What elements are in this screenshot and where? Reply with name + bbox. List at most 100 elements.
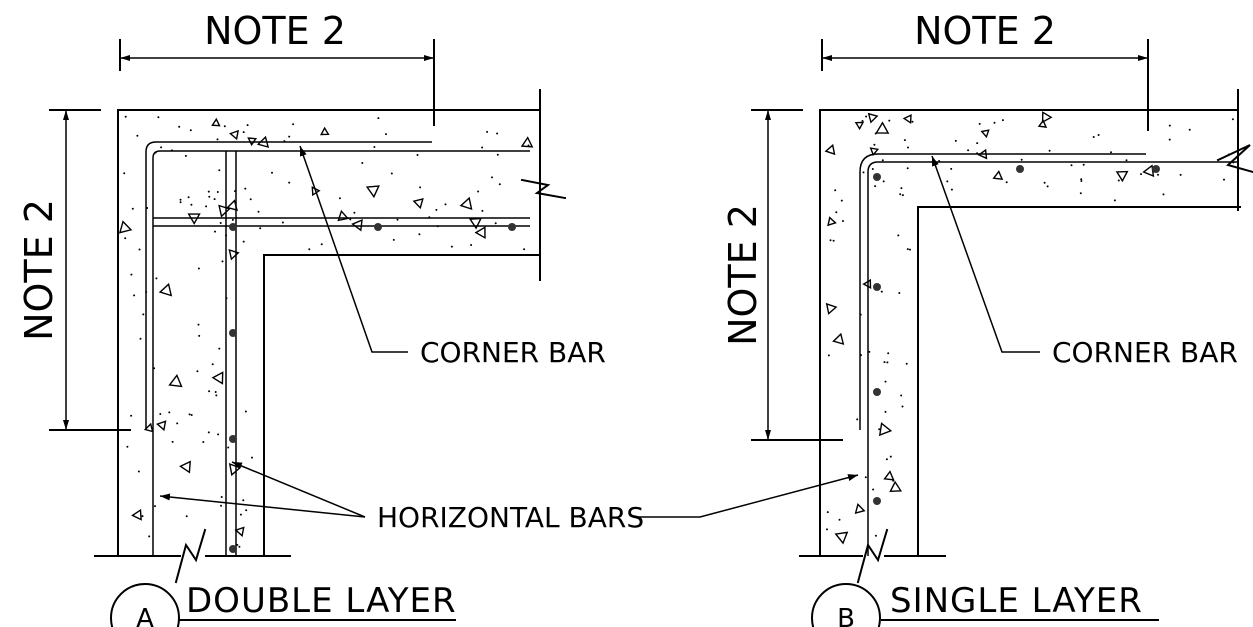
concrete-speck xyxy=(1110,151,1112,154)
concrete-speck xyxy=(1079,192,1082,195)
concrete-speck xyxy=(130,273,133,276)
concrete-speck xyxy=(207,431,210,434)
concrete-speck xyxy=(1157,173,1159,176)
concrete-aggregate xyxy=(824,143,836,156)
concrete-aggregate xyxy=(320,126,330,136)
concrete-speck xyxy=(889,455,892,458)
concrete-speck xyxy=(872,488,875,491)
concrete-aggregate xyxy=(862,278,872,289)
concrete-stipple-a xyxy=(118,115,534,548)
concrete-aggregate xyxy=(825,302,838,315)
concrete-speck xyxy=(1020,158,1023,161)
concrete-speck xyxy=(236,543,239,546)
concrete-speck xyxy=(216,191,219,193)
corner-bar-callout-a: CORNER BAR xyxy=(299,145,606,369)
concrete-speck xyxy=(259,227,262,230)
concrete-speck xyxy=(185,515,188,518)
concrete-speck xyxy=(909,248,911,251)
concrete-speck xyxy=(878,428,881,431)
concrete-speck xyxy=(900,394,903,397)
concrete-speck xyxy=(202,441,205,443)
concrete-speck xyxy=(884,380,887,383)
concrete-speck xyxy=(856,418,859,421)
concrete-speck xyxy=(840,199,843,202)
concrete-speck xyxy=(178,125,181,128)
concrete-speck xyxy=(491,176,493,179)
concrete-stipple-b xyxy=(824,111,1235,545)
concrete-speck xyxy=(197,323,200,326)
concrete-speck xyxy=(377,117,380,120)
concrete-speck xyxy=(251,456,253,459)
concrete-aggregate xyxy=(1041,111,1053,124)
concrete-speck xyxy=(907,146,909,149)
concrete-aggregate xyxy=(883,470,895,481)
detail-marker-circle-b xyxy=(811,583,881,627)
concrete-speck xyxy=(179,198,182,201)
concrete-aggregate xyxy=(520,136,534,148)
concrete-speck xyxy=(126,445,129,448)
concrete-speck xyxy=(138,248,141,251)
concrete-speck xyxy=(154,505,156,508)
concrete-speck xyxy=(903,139,906,142)
concrete-speck xyxy=(1092,136,1095,138)
concrete-speck xyxy=(888,119,891,122)
concrete-speck xyxy=(373,146,376,148)
concrete-speck xyxy=(190,203,193,206)
concrete-speck xyxy=(179,201,182,204)
concrete-speck xyxy=(131,207,134,210)
concrete-speck xyxy=(168,411,171,414)
concrete-speck xyxy=(242,240,245,243)
concrete-speck xyxy=(1048,149,1051,152)
concrete-aggregate xyxy=(143,422,154,433)
concrete-speck xyxy=(217,433,220,436)
concrete-speck xyxy=(141,515,144,518)
concrete-speck xyxy=(219,222,222,224)
concrete-speck xyxy=(216,138,219,141)
wall-outline-a xyxy=(94,89,567,584)
concrete-speck xyxy=(157,116,160,119)
concrete-speck xyxy=(496,153,499,156)
concrete-speck xyxy=(874,534,877,537)
concrete-speck xyxy=(1140,173,1142,176)
concrete-aggregate xyxy=(832,332,845,346)
concrete-speck xyxy=(868,350,871,353)
concrete-speck xyxy=(416,154,419,156)
concrete-speck xyxy=(288,135,291,138)
concrete-speck xyxy=(353,211,356,214)
concrete-speck xyxy=(244,410,247,413)
concrete-aggregate xyxy=(337,209,350,222)
concrete-speck xyxy=(190,414,193,416)
concrete-speck xyxy=(187,196,190,199)
concrete-speck xyxy=(871,168,874,170)
detail-title-text-b: SINGLE LAYER xyxy=(890,581,1143,621)
concrete-speck xyxy=(976,142,979,145)
concrete-aggregate xyxy=(889,480,903,493)
concrete-aggregate xyxy=(902,113,912,125)
concrete-speck xyxy=(137,470,140,473)
concrete-speck xyxy=(494,222,497,225)
concrete-speck xyxy=(130,414,133,417)
concrete-speck xyxy=(1070,164,1073,167)
concrete-speck xyxy=(124,237,127,240)
concrete-aggregate xyxy=(834,531,849,545)
concrete-speck xyxy=(946,180,949,183)
concrete-aggregate xyxy=(118,220,133,234)
concrete-speck xyxy=(861,120,864,122)
concrete-speck xyxy=(832,239,835,242)
concrete-speck xyxy=(205,205,208,208)
concrete-speck xyxy=(901,405,904,408)
concrete-speck xyxy=(139,337,142,340)
concrete-aggregate xyxy=(980,129,990,139)
concrete-speck xyxy=(220,496,223,498)
concrete-speck xyxy=(1179,173,1182,176)
concrete-speck xyxy=(361,162,364,164)
concrete-speck xyxy=(1188,128,1191,131)
concrete-speck xyxy=(498,183,501,186)
concrete-speck xyxy=(246,124,249,127)
wall-outline-b xyxy=(799,89,1253,584)
concrete-speck xyxy=(214,230,216,233)
detail-marker-letter-a: A xyxy=(136,604,154,627)
concrete-speck xyxy=(392,238,395,241)
concrete-aggregate xyxy=(854,503,866,514)
concrete-speck xyxy=(207,190,210,193)
